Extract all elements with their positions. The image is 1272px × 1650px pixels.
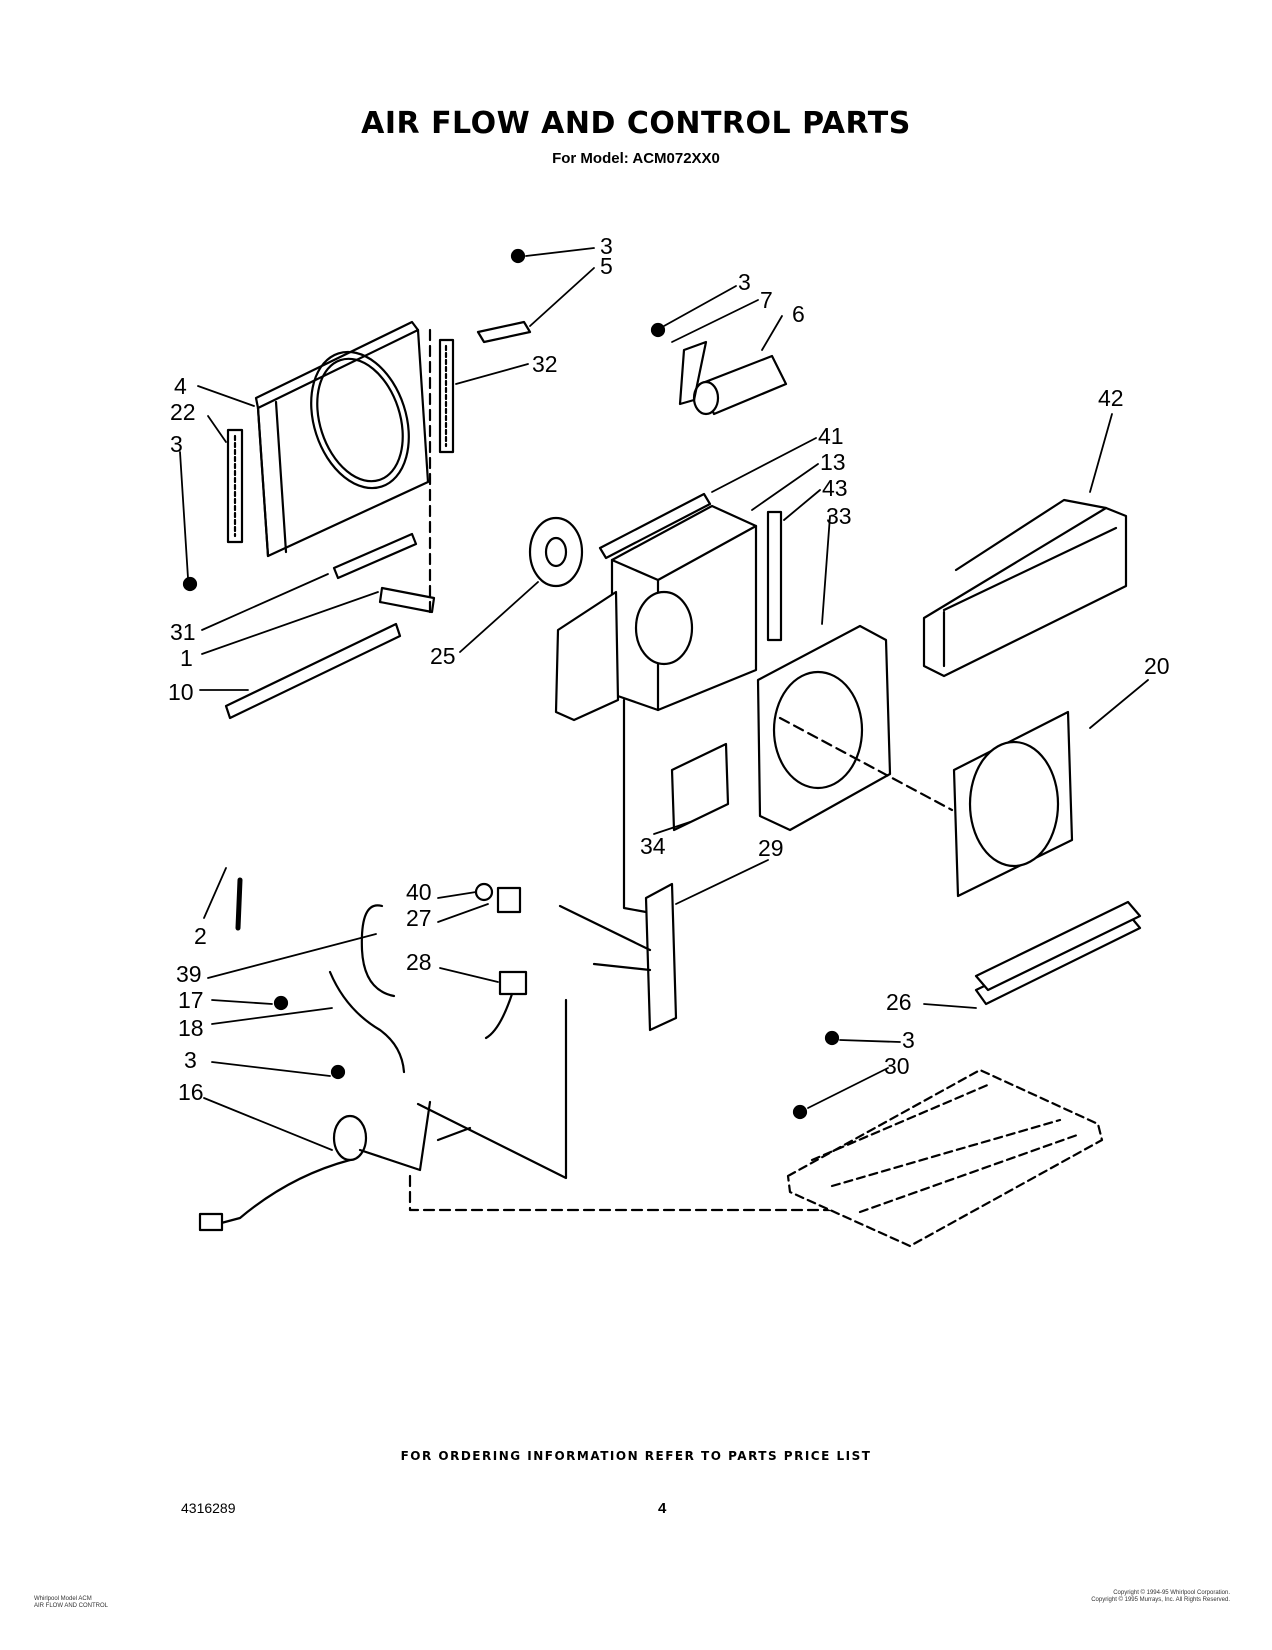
callout: 43 [822, 475, 848, 501]
callout: 29 [758, 835, 784, 861]
part-capacitor-6 [678, 340, 788, 416]
part-strip-43 [766, 510, 783, 642]
model-subtitle: For Model: ACM072XX0 [552, 150, 720, 167]
callout-numbers: 3 5 3 7 6 32 4 22 3 42 41 13 43 33 31 1 … [168, 233, 1170, 1105]
callout: 2 [194, 923, 207, 949]
callout: 4 [174, 373, 187, 399]
callout: 20 [1144, 653, 1170, 679]
leader-lines [179, 247, 1149, 1151]
part-switch-27 [496, 886, 522, 914]
callout: 40 [406, 879, 432, 905]
callout: 6 [792, 301, 805, 327]
callout: 26 [886, 989, 912, 1015]
part-plate-34 [670, 742, 730, 832]
callout: 7 [760, 287, 773, 313]
callout: 3 [184, 1047, 197, 1073]
part-block-1 [378, 586, 436, 614]
wiring-lines [416, 698, 652, 1180]
copyright-line: Copyright © 1994-95 Whirlpool Corporatio… [1113, 1590, 1230, 1596]
part-seal-strip-22 [226, 428, 244, 544]
part-wire-39 [360, 904, 396, 998]
part-base-pan-30 [786, 1068, 1104, 1248]
page-number: 4 [658, 1500, 667, 1517]
part-panel-20 [952, 710, 1074, 898]
callout: 18 [178, 1015, 204, 1041]
callout: 3 [738, 269, 751, 295]
callout: 17 [178, 987, 204, 1013]
part-shroud-33 [756, 624, 892, 832]
part-strip-41 [598, 492, 712, 560]
part-control-box-29 [644, 882, 678, 1032]
callout: 42 [1098, 385, 1124, 411]
part-strip-31 [332, 532, 418, 580]
part-power-cord-16 [198, 1100, 472, 1232]
part-bracket-5 [476, 320, 532, 344]
part-fan-bracket-13 [554, 504, 758, 722]
callout: 30 [884, 1053, 910, 1079]
callout: 34 [640, 833, 666, 859]
callout: 3 [902, 1027, 915, 1053]
callout: 28 [406, 949, 432, 975]
part-knob-40 [474, 882, 494, 902]
part-front-panel [254, 320, 430, 558]
callout: 25 [430, 643, 456, 669]
callout: 3 [170, 431, 183, 457]
callout: 10 [168, 679, 194, 705]
callout: 22 [170, 399, 196, 425]
footer-left-note: Whirlpool Model ACM AIR FLOW AND CONTROL [34, 1596, 108, 1610]
callout: 1 [180, 645, 193, 671]
footer-left-line: Whirlpool Model ACM [34, 1596, 92, 1602]
part-seal-strip-32 [438, 338, 455, 454]
callout: 13 [820, 449, 846, 475]
part-strip-10 [224, 622, 402, 720]
part-fan-25 [528, 516, 584, 588]
callout: 3 [600, 233, 613, 259]
callout: 39 [176, 961, 202, 987]
part-heater-26 [974, 914, 1142, 1006]
page-title: AIR FLOW AND CONTROL PARTS [361, 106, 911, 141]
part-duct-42 [922, 498, 1128, 678]
copyright-line: Copyright © 1995 Murrays, Inc. All Right… [1091, 1597, 1230, 1603]
callout: 31 [170, 619, 196, 645]
copyright-note: Copyright © 1994-95 Whirlpool Corporatio… [1091, 1590, 1230, 1604]
callout: 33 [826, 503, 852, 529]
ordering-note: FOR ORDERING INFORMATION REFER TO PARTS … [400, 1449, 872, 1463]
part-thermostat-28 [484, 970, 528, 1040]
callout: 5 [600, 253, 613, 279]
callout: 16 [178, 1079, 204, 1105]
footer-left-line: AIR FLOW AND CONTROL [34, 1603, 109, 1609]
document-number: 4316289 [181, 1500, 236, 1516]
callout: 27 [406, 905, 432, 931]
callout: 32 [532, 351, 558, 377]
part-tube-2 [235, 877, 243, 931]
callout: 41 [818, 423, 844, 449]
part-harness-18 [328, 970, 406, 1074]
